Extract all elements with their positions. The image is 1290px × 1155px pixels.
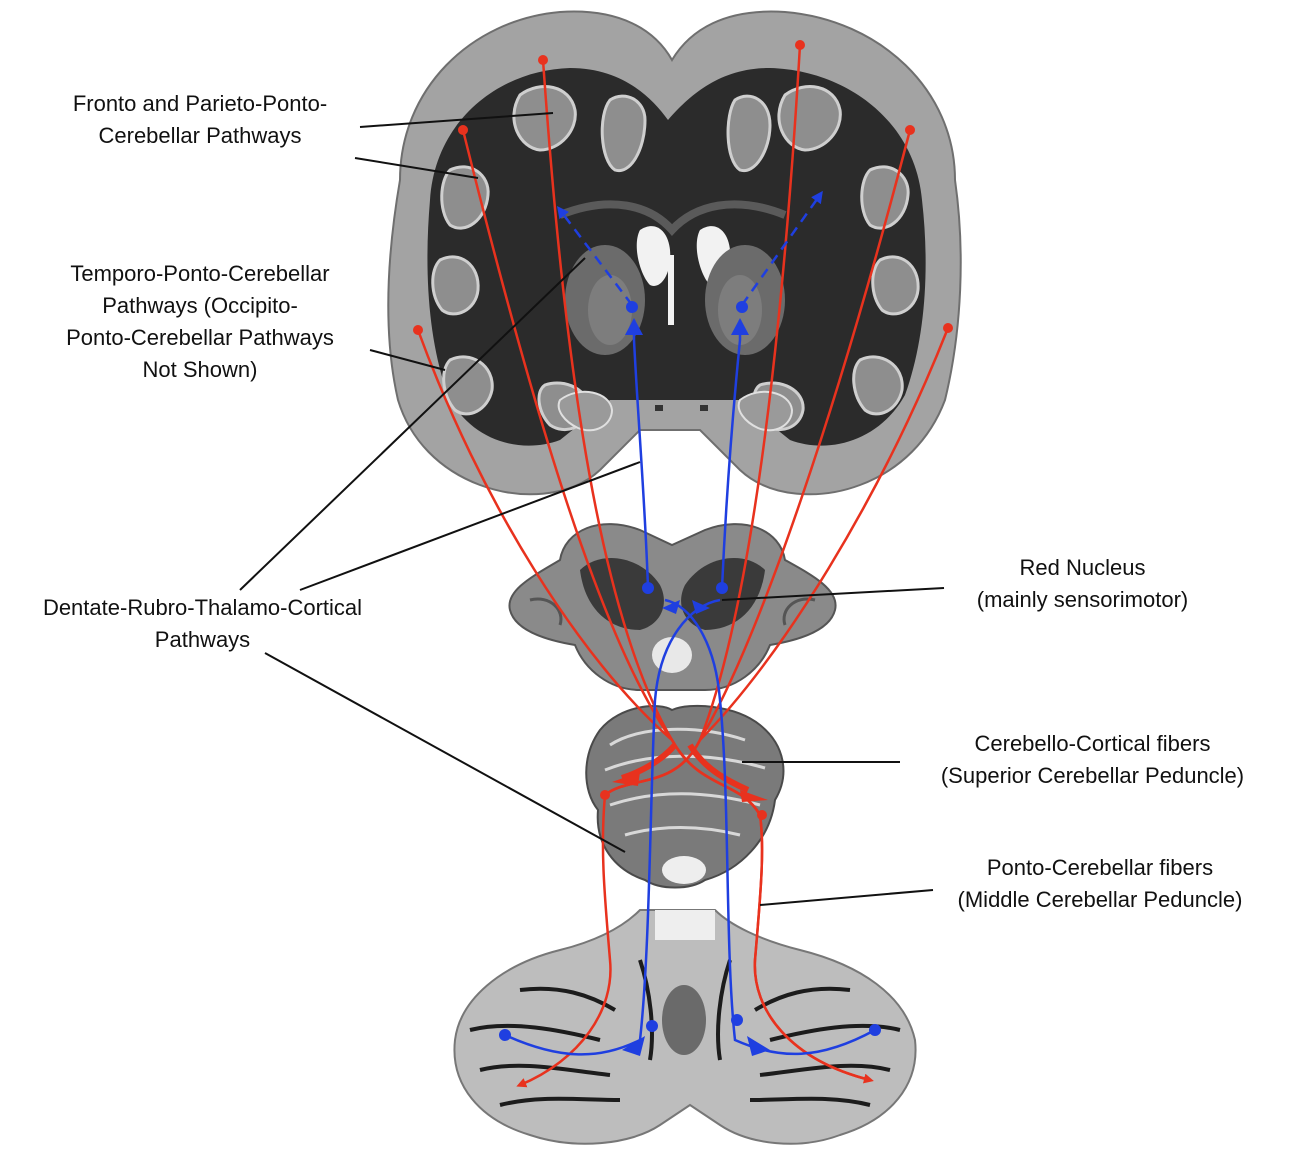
label-cerebello-cortical-fibers: Cerebello-Cortical fibers (Superior Cere… bbox=[900, 728, 1285, 792]
leader-ponto-cerebellar bbox=[760, 890, 933, 905]
label-ponto-cerebellar-fibers: Ponto-Cerebellar fibers (Middle Cerebell… bbox=[920, 852, 1280, 916]
label-temporo-ponto-cerebellar: Temporo-Ponto-Cerebellar Pathways (Occip… bbox=[30, 258, 370, 386]
label-fronto-parieto-ponto-cerebellar: Fronto and Parieto-Ponto- Cerebellar Pat… bbox=[40, 88, 360, 152]
cerebellum-section bbox=[454, 910, 915, 1144]
white-matter bbox=[427, 68, 925, 446]
leader-dentate-3 bbox=[265, 653, 625, 852]
label-dentate-rubro-thalamo-cortical: Dentate-Rubro-Thalamo-Cortical Pathways bbox=[0, 592, 405, 656]
label-red-nucleus: Red Nucleus (mainly sensorimotor) bbox=[940, 552, 1225, 616]
coronal-brain-slice bbox=[388, 12, 960, 495]
